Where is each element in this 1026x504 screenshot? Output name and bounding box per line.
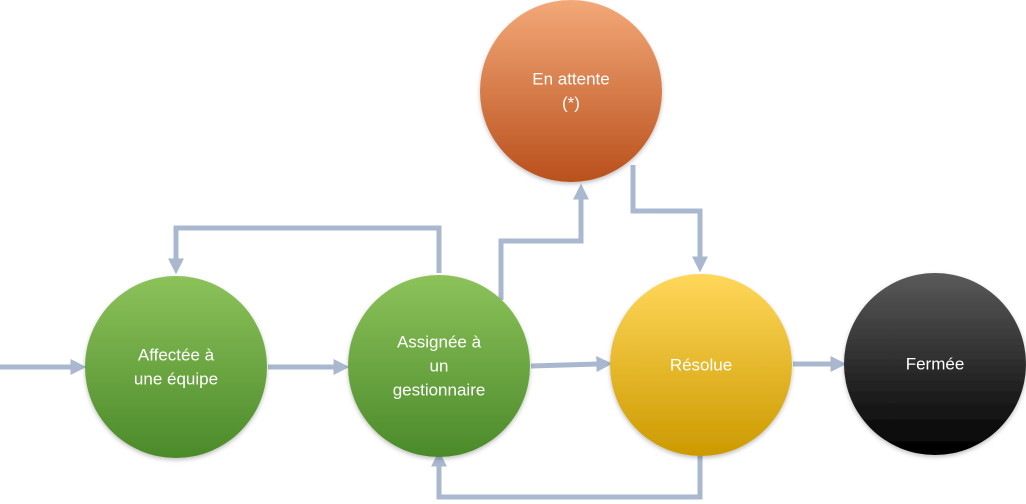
node-affectee: Affectée à une équipe [85, 276, 267, 458]
node-fermee-label-line: Fermée [906, 355, 965, 374]
node-resolue-label-line: Résolue [670, 356, 732, 375]
edge-attente-to-resolue [630, 165, 709, 273]
node-assignee: Assignée à un gestionnaire [348, 275, 530, 457]
node-en-attente-label-line: En attente [532, 70, 610, 89]
node-resolue-circle [610, 274, 792, 456]
node-assignee-label-line: gestionnaire [393, 381, 486, 400]
edges-layer [0, 165, 847, 500]
nodes-layer: Affectée à une équipe Assignée à un gestionn… [85, 0, 1026, 458]
node-en-attente: En attente (*) [480, 0, 662, 182]
node-affectee-label-line: Affectée à [138, 346, 215, 365]
edge-resolue-to-assignee [430, 450, 703, 500]
node-en-attente-label-line: (*) [562, 94, 580, 113]
node-fermee-circle [844, 273, 1026, 455]
node-affectee-label-line: une équipe [134, 370, 218, 389]
node-fermee: Fermée [844, 273, 1026, 455]
edge-assignee-to-affectee [167, 225, 442, 275]
edge-assignee-to-attente [498, 183, 590, 300]
node-resolue: Résolue [610, 274, 792, 456]
node-assignee-circle [348, 275, 530, 457]
node-assignee-label-line: Assignée à [397, 333, 482, 352]
node-assignee-label-line: un [430, 357, 449, 376]
node-en-attente-circle [480, 0, 662, 182]
edge-assignee-to-resolue [530, 356, 613, 373]
node-affectee-circle [85, 276, 267, 458]
